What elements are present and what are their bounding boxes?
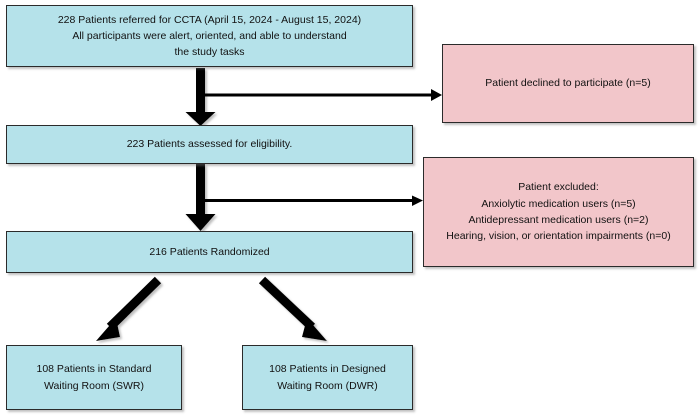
node-standard-waiting-room-label: 108 Patients in Standard Waiting Room (S… (36, 363, 152, 392)
arrow-assessed-to-excluded (203, 195, 423, 206)
arrow-referred-to-assessed (185, 68, 216, 126)
node-patient-declined: Patient declined to participate (n=5) (442, 44, 694, 123)
node-patients-randomized-label: 216 Patients Randomized (149, 245, 270, 258)
arrow-randomized-to-dwr (258, 276, 327, 341)
node-patients-referred: 228 Patients referred for CCTA (April 15… (6, 5, 413, 67)
node-patient-excluded: Patient excluded: Anxiolytic medication … (423, 157, 694, 267)
node-patients-assessed-label: 223 Patients assessed for eligibility. (126, 138, 293, 151)
node-patients-randomized: 216 Patients Randomized (6, 231, 413, 273)
node-designed-waiting-room: 108 Patients in Designed Waiting Room (D… (242, 345, 413, 410)
node-patients-assessed: 223 Patients assessed for eligibility. (6, 125, 413, 164)
arrow-assessed-to-randomized (185, 164, 216, 231)
arrow-randomized-to-swr (96, 276, 162, 341)
arrow-referred-to-declined (203, 89, 442, 101)
node-patient-declined-label: Patient declined to participate (n=5) (485, 77, 651, 90)
node-standard-waiting-room: 108 Patients in Standard Waiting Room (S… (6, 345, 182, 410)
node-designed-waiting-room-label: 108 Patients in Designed Waiting Room (D… (269, 363, 386, 392)
node-patient-excluded-label: Patient excluded: Anxiolytic medication … (446, 181, 671, 243)
node-patients-referred-label: 228 Patients referred for CCTA (April 15… (57, 13, 362, 59)
